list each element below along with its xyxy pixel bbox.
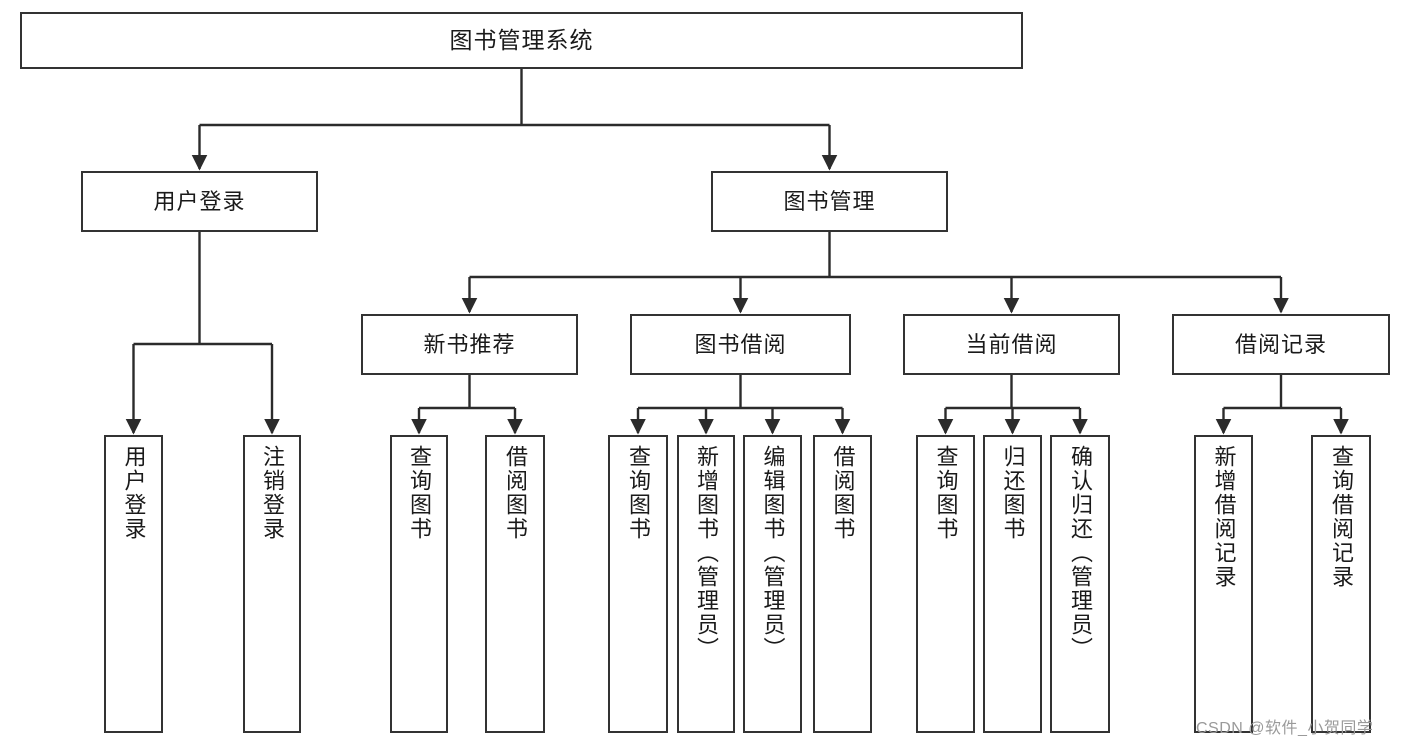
node-label: 查询图书	[625, 445, 651, 541]
node-borrow_record[interactable]: 借阅记录	[1172, 314, 1390, 375]
node-user_login[interactable]: 用户登录	[81, 171, 318, 232]
node-label: 图书借阅	[694, 331, 787, 357]
node-label: 借阅图书	[502, 445, 528, 541]
node-leaf_rec_query[interactable]: 查询图书	[390, 435, 448, 733]
node-root[interactable]: 图书管理系统	[20, 12, 1023, 69]
node-label: 用户登录	[121, 445, 147, 541]
node-label: 查询图书	[933, 445, 959, 541]
node-leaf_user_logout[interactable]: 注销登录	[243, 435, 301, 733]
node-leaf_rec_borrow[interactable]: 借阅图书	[485, 435, 545, 733]
node-label: 新书推荐	[423, 331, 516, 357]
node-leaf_bb_edit[interactable]: 编辑图书（管理员）	[743, 435, 802, 733]
node-current_borrow[interactable]: 当前借阅	[903, 314, 1120, 375]
node-leaf_user_login[interactable]: 用户登录	[104, 435, 163, 733]
node-leaf_cb_return[interactable]: 归还图书	[983, 435, 1042, 733]
node-label: 当前借阅	[965, 331, 1058, 357]
node-leaf_bb_borrow[interactable]: 借阅图书	[813, 435, 872, 733]
node-label: 查询图书	[406, 445, 432, 541]
node-label: 确认归还（管理员）	[1067, 445, 1093, 661]
node-label: 借阅图书	[830, 445, 856, 541]
node-new_book_rec[interactable]: 新书推荐	[361, 314, 578, 375]
node-label: 编辑图书（管理员）	[760, 445, 786, 661]
node-book_manage[interactable]: 图书管理	[711, 171, 948, 232]
node-leaf_bb_add[interactable]: 新增图书（管理员）	[677, 435, 735, 733]
node-leaf_br_add[interactable]: 新增借阅记录	[1194, 435, 1253, 733]
node-book_borrow[interactable]: 图书借阅	[630, 314, 851, 375]
node-leaf_cb_query[interactable]: 查询图书	[916, 435, 975, 733]
node-label: 注销登录	[259, 445, 285, 541]
watermark: CSDN @软件_小贺同学	[1196, 720, 1374, 737]
node-label: 图书管理	[783, 188, 876, 214]
node-label: 图书管理系统	[449, 27, 594, 54]
node-leaf_bb_query[interactable]: 查询图书	[608, 435, 668, 733]
node-label: 借阅记录	[1234, 331, 1327, 357]
node-label: 归还图书	[1000, 445, 1026, 541]
node-label: 新增图书（管理员）	[693, 445, 719, 661]
node-leaf_br_query[interactable]: 查询借阅记录	[1311, 435, 1371, 733]
node-leaf_cb_confirm[interactable]: 确认归还（管理员）	[1050, 435, 1110, 733]
node-label: 查询借阅记录	[1328, 445, 1354, 589]
node-label: 新增借阅记录	[1211, 445, 1237, 589]
node-label: 用户登录	[153, 188, 246, 214]
